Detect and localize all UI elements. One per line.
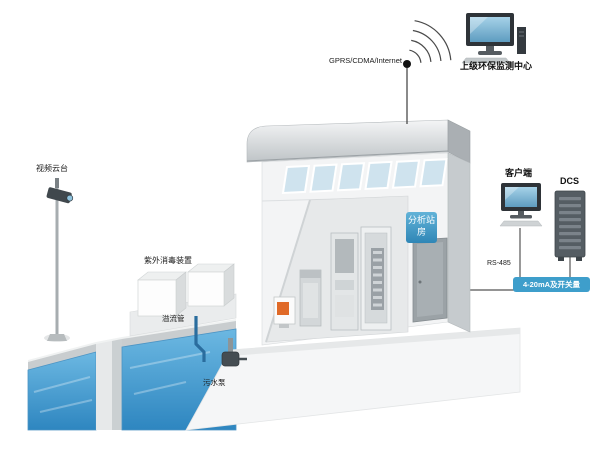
dcs-label: DCS (560, 176, 580, 186)
analyzer-cabinet-b (360, 226, 392, 331)
sewage-pump-label: 污水泵 (203, 378, 226, 387)
platform (185, 327, 521, 431)
roof-fascia (246, 119, 449, 163)
sewage-pump (221, 338, 247, 367)
uv-box-right (187, 263, 235, 307)
side-wall (447, 152, 471, 333)
windows (281, 158, 448, 195)
camera-icon (46, 187, 74, 204)
monitoring-center-label: 上级环保监测中心 (460, 61, 533, 71)
tower-icon (517, 27, 526, 54)
small-cabinet (299, 269, 322, 327)
analyzer-cabinet-a (330, 232, 359, 331)
analog-signal-badge: 4-20mA及开关量 (513, 277, 590, 292)
uv-box-left (137, 271, 187, 317)
monitoring-center-computer (461, 13, 526, 64)
overflow-pipe-label: 溢流管 (162, 314, 185, 323)
rs485-label: RS-485 (487, 260, 511, 267)
client-label: 客户端 (505, 168, 533, 178)
station-door (412, 237, 448, 323)
antenna-icon (403, 60, 411, 68)
uv-disinfection-device (129, 263, 237, 337)
client-computer (499, 183, 543, 227)
analysis-station-sign: 分析站房 (406, 212, 437, 243)
gprs-label: GPRS/CDMA/Internet (329, 56, 402, 65)
dcs-cabinet (554, 190, 586, 261)
station-building (246, 119, 471, 346)
overflow-pipe (194, 316, 206, 362)
antenna (403, 20, 452, 124)
wall-control-box (273, 296, 296, 328)
video-ptz-label: 视频云台 (36, 164, 68, 173)
uv-disinfection-label: 紫外消毒装置 (144, 256, 192, 265)
signal-arcs-icon (409, 20, 452, 63)
video-camera-pole (46, 178, 74, 341)
